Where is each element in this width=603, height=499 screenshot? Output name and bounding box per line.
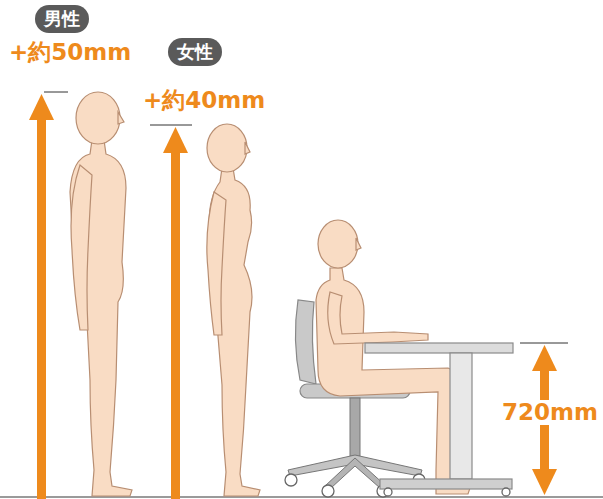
desk [365, 343, 513, 496]
standing-woman [207, 124, 260, 496]
height-tick [44, 92, 68, 93]
floor-line [0, 496, 603, 498]
badge-text: 女性 [177, 41, 213, 62]
dimension-label: +約50mm [8, 40, 132, 65]
seated-person [316, 220, 470, 494]
standing-man [70, 92, 132, 496]
height-tick [520, 343, 568, 344]
badge-text: 男性 [44, 8, 80, 29]
height-tick [150, 125, 192, 126]
dimension-label: +約40mm [142, 88, 266, 113]
dimension-label: 720mm [501, 400, 599, 425]
gender-badge: 女性 [168, 38, 222, 66]
height-arrows [29, 94, 557, 499]
gender-badge: 男性 [35, 5, 89, 33]
